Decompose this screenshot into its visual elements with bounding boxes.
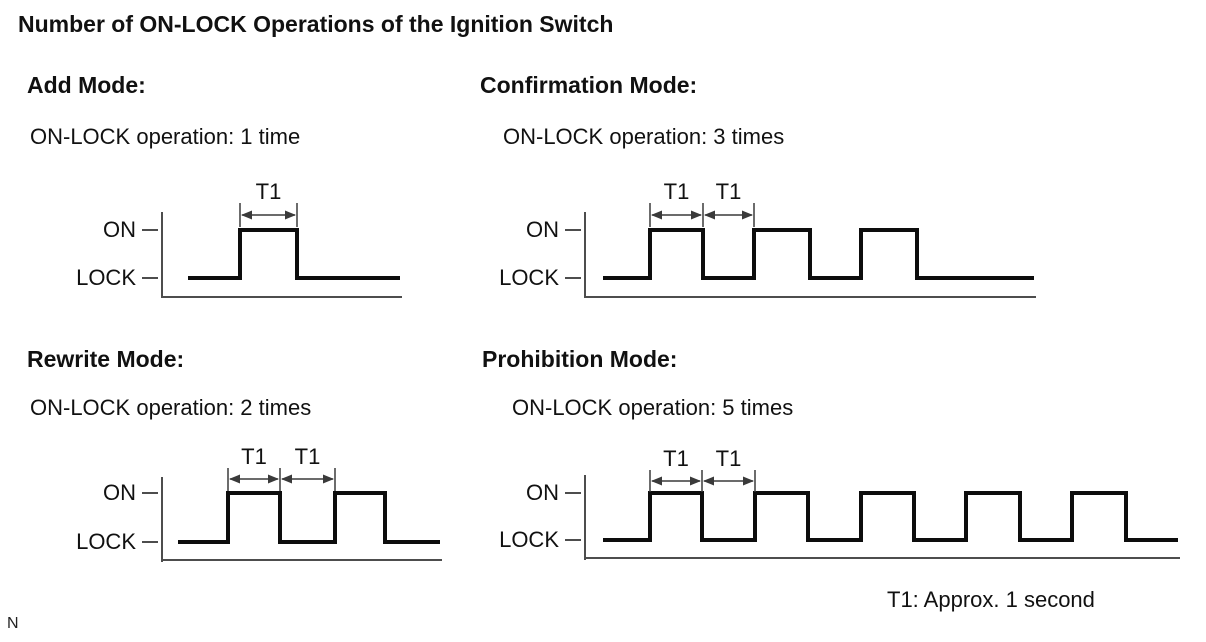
- signal-trace: [188, 228, 400, 280]
- t1-arrowhead-left: [281, 474, 292, 484]
- t1-label: T1: [256, 179, 282, 204]
- add-mode-subtitle: ON-LOCK operation: 1 time: [30, 124, 301, 149]
- signal-trace: [603, 491, 1178, 542]
- signal-trace: [603, 228, 1034, 280]
- confirmation-mode-subtitle: ON-LOCK operation: 3 times: [503, 124, 785, 149]
- t1-arrowhead-left: [704, 210, 715, 220]
- lock-level-label: LOCK: [76, 265, 136, 290]
- t1-duration-note: T1: Approx. 1 second: [887, 587, 1095, 612]
- t1-arrowhead-right: [743, 476, 754, 486]
- t1-arrowhead-right: [690, 476, 701, 486]
- prohibition-mode-header: Prohibition Mode:: [482, 346, 678, 372]
- t1-arrowhead-left: [703, 476, 714, 486]
- signal-trace: [178, 491, 440, 544]
- lock-level-label: LOCK: [499, 527, 559, 552]
- prohibition-mode-subtitle: ON-LOCK operation: 5 times: [512, 395, 794, 420]
- t1-arrowhead-left: [651, 210, 662, 220]
- lock-level-label: LOCK: [76, 529, 136, 554]
- t1-label: T1: [241, 444, 267, 469]
- t1-label: T1: [716, 179, 742, 204]
- t1-arrowhead-right: [691, 210, 702, 220]
- t1-label: T1: [716, 446, 742, 471]
- on-level-label: ON: [526, 217, 559, 242]
- on-level-label: ON: [103, 480, 136, 505]
- t1-arrowhead-left: [241, 210, 252, 220]
- t1-arrowhead-right: [285, 210, 296, 220]
- t1-arrowhead-right: [268, 474, 279, 484]
- prohibition-mode-waveform: ON LOCK T1 T1: [499, 446, 1180, 560]
- lock-level-label: LOCK: [499, 265, 559, 290]
- confirmation-mode-header: Confirmation Mode:: [480, 72, 698, 98]
- on-level-label: ON: [103, 217, 136, 242]
- add-mode-waveform: ON LOCK T1: [76, 179, 402, 298]
- confirmation-mode-waveform: ON LOCK T1 T1: [499, 179, 1036, 298]
- t1-arrowhead-right: [742, 210, 753, 220]
- rewrite-mode-header: Rewrite Mode:: [27, 346, 185, 372]
- t1-label: T1: [295, 444, 321, 469]
- on-level-label: ON: [526, 480, 559, 505]
- t1-label: T1: [663, 446, 689, 471]
- rewrite-mode-subtitle: ON-LOCK operation: 2 times: [30, 395, 312, 420]
- rewrite-mode-waveform: ON LOCK T1 T1: [76, 444, 442, 562]
- page-title: Number of ON-LOCK Operations of the Igni…: [18, 11, 614, 37]
- add-mode-header: Add Mode:: [27, 72, 146, 98]
- t1-arrowhead-right: [323, 474, 334, 484]
- t1-arrowhead-left: [229, 474, 240, 484]
- page-marker: N: [7, 615, 19, 632]
- t1-arrowhead-left: [651, 476, 662, 486]
- t1-label: T1: [664, 179, 690, 204]
